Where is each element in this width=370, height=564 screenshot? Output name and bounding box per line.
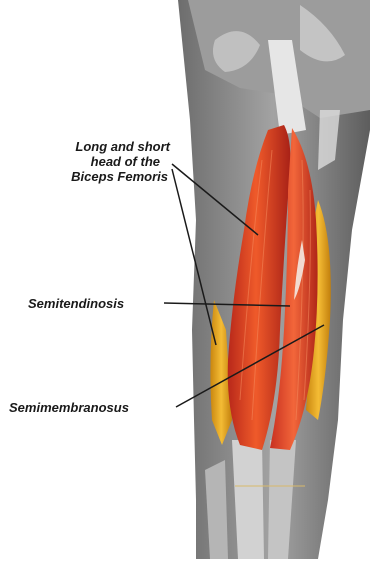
label-biceps-line-3: Biceps Femoris (18, 169, 170, 184)
label-biceps-line-2: head of the (18, 154, 170, 169)
label-biceps-line-1: Long and short (18, 139, 170, 154)
label-semimembranosus: Semimembranosus (9, 400, 129, 415)
label-semitendinosis: Semitendinosis (28, 296, 124, 311)
label-biceps-femoris: Long and short head of the Biceps Femori… (18, 139, 170, 184)
